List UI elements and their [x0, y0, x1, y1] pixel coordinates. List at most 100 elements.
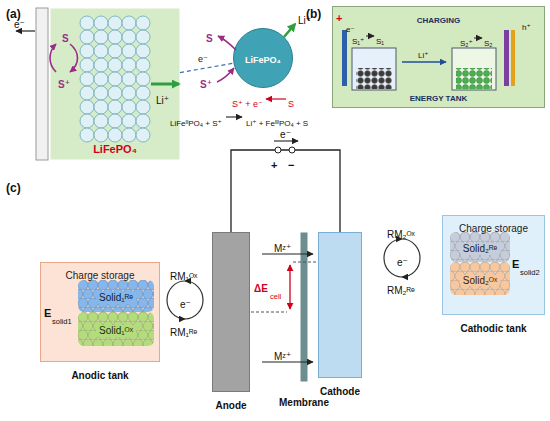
- solid-particle: [108, 312, 118, 322]
- label-holder: cell: [270, 285, 281, 303]
- panel-box-outline: [333, 7, 545, 108]
- tank-vessel: [352, 48, 396, 90]
- text-holder: LiFePO₄: [233, 49, 293, 67]
- callout-label: solid2: [520, 269, 540, 278]
- node-label: Solid₂ᴼˣ: [460, 275, 501, 287]
- solid-particle: [138, 330, 148, 340]
- callout-label: cell: [270, 293, 281, 302]
- edge-label: e⁻: [280, 129, 291, 141]
- solid-particle: [495, 259, 505, 262]
- node-caption: Cathode: [320, 386, 360, 398]
- solid-particle: [148, 298, 154, 308]
- text-holder: Solid₂ᴼˣ: [450, 270, 510, 288]
- ion-arrow: [402, 61, 446, 63]
- crystal-particle: [80, 128, 94, 142]
- solid-particle: [455, 259, 465, 262]
- label-holder: S⁺: [200, 74, 212, 92]
- zoom-connector: [180, 63, 233, 72]
- solid-particle: [88, 280, 98, 290]
- lithium-arrow: [284, 24, 295, 37]
- crystal-particle: [80, 72, 94, 86]
- electrode-bar-shape: [212, 232, 250, 392]
- particle-outline: [234, 29, 293, 88]
- solid-particle: [78, 298, 88, 308]
- solid-particle: [98, 280, 108, 290]
- label-holder: (b): [306, 4, 321, 22]
- label-holder: Li⁺: [418, 44, 428, 62]
- crystal-particle: [94, 114, 108, 128]
- panel-c-art: [167, 141, 420, 362]
- node-label: Solid₁ᴿᵉ: [96, 292, 136, 304]
- crystal-particle: [80, 100, 94, 114]
- crystal-particle: [136, 30, 150, 44]
- callout-label: E: [44, 307, 51, 320]
- callout-label: Mᶻ⁺: [274, 351, 291, 363]
- crystal-particle: [136, 44, 150, 58]
- solid-particle: [460, 262, 470, 272]
- label-holder: solid2: [520, 261, 540, 279]
- solid-particle: [148, 280, 154, 290]
- solid-particle: [143, 307, 153, 312]
- solid-particle: [480, 232, 490, 242]
- solid-particle: [138, 298, 148, 308]
- callout-label: ΔE: [254, 283, 268, 295]
- node-caption: Membrane: [279, 397, 329, 409]
- solid-particle: [138, 312, 148, 322]
- tank-box-outline: [41, 263, 160, 362]
- node-label: LiFePO₄: [245, 55, 281, 65]
- solid-particle: [490, 232, 500, 242]
- callout-label: Mᶻ⁺: [274, 243, 291, 255]
- crystal-particle: [136, 16, 150, 30]
- solid-particle: [83, 289, 93, 299]
- solid-particle: [103, 307, 113, 312]
- callout-label: h⁺: [522, 23, 531, 32]
- crystal-particle: [94, 72, 108, 86]
- callout-label: S₁⁺: [352, 37, 364, 46]
- node-label: Solid₂ᴿᵉ: [460, 243, 500, 255]
- callout-label: e⁻: [14, 19, 25, 31]
- solid-particle: [103, 339, 113, 346]
- callout-label: S₂⁺: [460, 39, 473, 48]
- solid-particle: [123, 307, 133, 312]
- particle-pile: [356, 68, 392, 89]
- electrode-plate: [504, 30, 509, 86]
- label-holder: S: [62, 28, 69, 46]
- solid-particle: [495, 289, 505, 295]
- tank-vessel: [452, 48, 496, 90]
- tank-box-outline: [443, 216, 545, 315]
- text-holder: Solid₂ᴿᵉ: [450, 238, 510, 256]
- node-label: Charge storage: [459, 223, 528, 235]
- label-holder: +: [271, 155, 277, 173]
- solid-particle: [153, 339, 154, 346]
- crystal-particle: [80, 16, 94, 30]
- crystal-particle: [136, 128, 150, 142]
- solid-particle: [455, 289, 465, 295]
- current-collector: [36, 8, 48, 160]
- label-holder: S₂: [484, 32, 492, 50]
- callout-label: +: [271, 159, 277, 172]
- tank-box: Charge storageCathodic tankSolid₂ᴿᵉSolid…: [442, 215, 545, 315]
- label-holder: RM₂ᴿᵉ: [387, 280, 415, 298]
- callout-label: RM₂ᴼˣ: [387, 229, 415, 241]
- solid-particle: [485, 259, 495, 262]
- callout-label: Li⁺ + FeᴵᴵᴵPO₄ + S: [246, 119, 308, 128]
- solid-particle: [148, 330, 154, 340]
- label-holder: e⁻: [198, 48, 208, 66]
- crystal-particle: [122, 30, 136, 44]
- label-holder: e⁻: [346, 18, 355, 36]
- redox-arrow: [474, 38, 482, 39]
- solid-particle: [450, 259, 455, 262]
- solid-particle: [143, 339, 153, 346]
- particle-group: [450, 262, 510, 295]
- solid-particle: [500, 262, 510, 272]
- solid-particle: [505, 271, 510, 281]
- membrane-line-outline: [301, 233, 308, 382]
- label-holder: (c): [6, 178, 21, 196]
- mediator-arrow: [50, 44, 56, 72]
- solid-particle: [485, 289, 495, 295]
- callout-label: S₁: [376, 37, 384, 46]
- solid-particle: [88, 312, 98, 322]
- solid-particle: [98, 312, 108, 322]
- solid-particle: [450, 232, 460, 242]
- particle-grid: [80, 16, 150, 142]
